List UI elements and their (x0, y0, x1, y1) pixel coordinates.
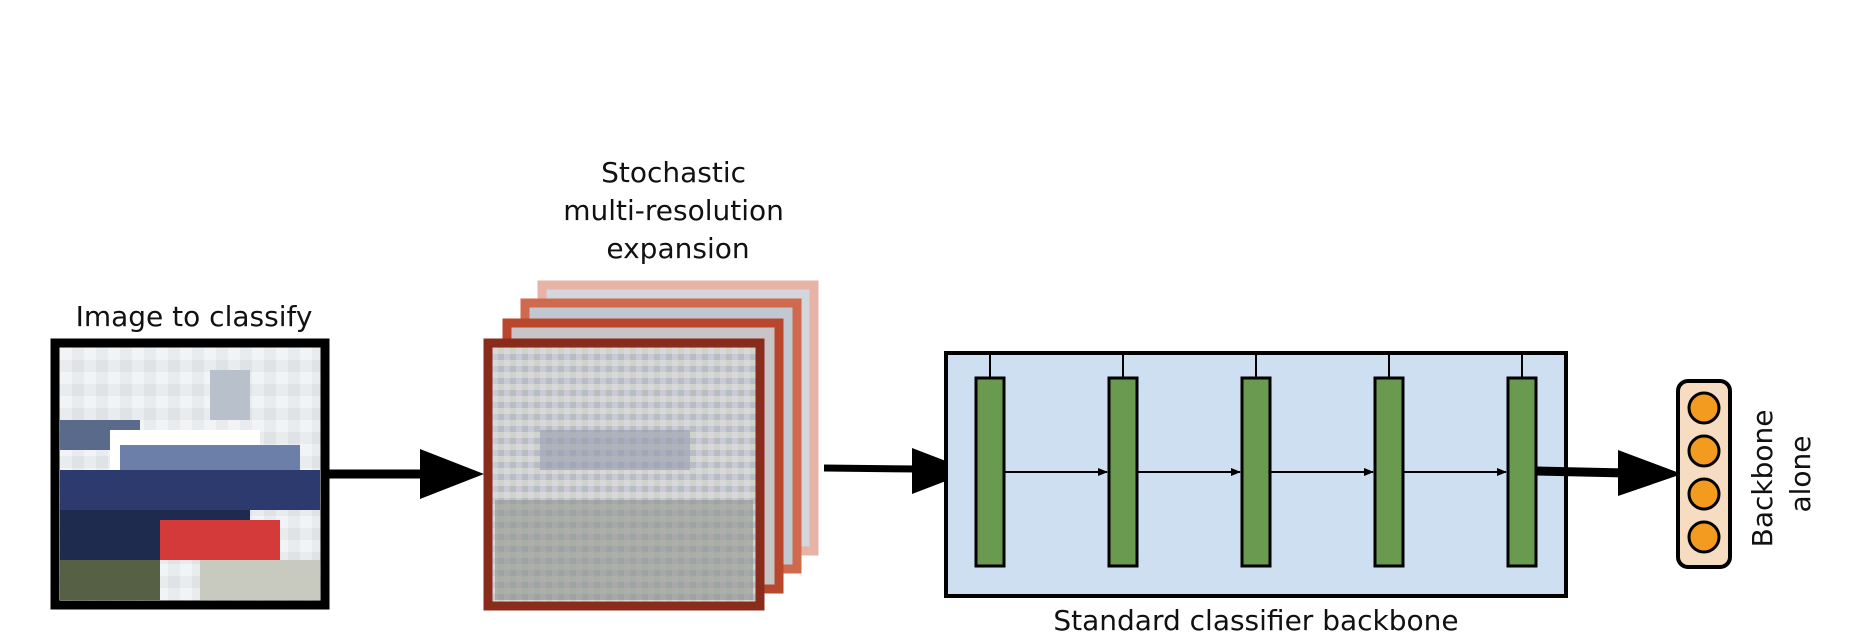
expansion-stack (483, 280, 819, 611)
backbone-layer-2 (1107, 376, 1139, 568)
backbone-layer-3 (1240, 376, 1272, 568)
output-unit-4 (1687, 520, 1721, 554)
output-unit-1 (1687, 391, 1721, 425)
output-unit-2 (1687, 434, 1721, 468)
arrow-backbone-to-output (1535, 450, 1682, 496)
expansion-label: Stochastic multi-resolution expansion (563, 156, 793, 265)
backbone-label: Standard classifier backbone (1053, 604, 1458, 637)
backbone-layer-5 (1506, 376, 1538, 568)
input-image (50, 338, 330, 610)
output-unit-3 (1687, 477, 1721, 511)
backbone-layer-1 (974, 376, 1006, 568)
arrow-expansion-to-backbone (823, 448, 972, 494)
input-image-label: Image to classify (76, 300, 313, 333)
backbone-layer-4 (1373, 376, 1405, 568)
arrow-input-to-expansion (329, 449, 484, 499)
output-vector (1676, 379, 1732, 569)
output-label: Backbone alone (1746, 401, 1817, 548)
backbone-layers (974, 351, 1538, 568)
